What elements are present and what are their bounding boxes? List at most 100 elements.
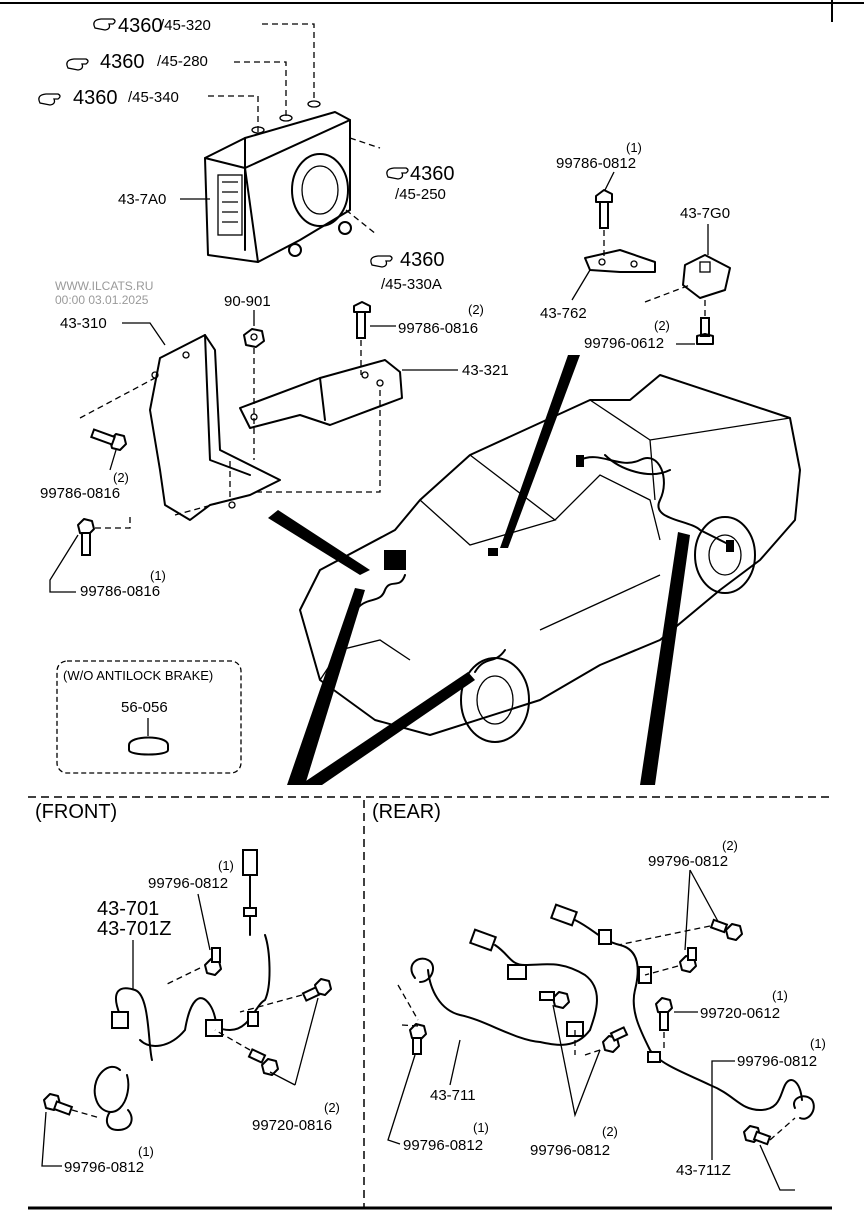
bolt-99796-0812-front-b[interactable] — [43, 1093, 74, 1116]
label-99796-0612-qty: (2) — [654, 318, 670, 333]
label-wo-antilock: (W/O ANTILOCK BRAKE) — [63, 668, 213, 683]
leader-rear-mid — [552, 1004, 601, 1118]
label-90-901: 90-901 — [224, 293, 271, 310]
dashed-guide-43-321 — [255, 390, 381, 493]
bolt-99786-0816-bottom[interactable] — [77, 518, 95, 556]
ref-callout-45-280[interactable]: 4360 /45-280 — [66, 51, 208, 73]
bolt-99786-0812[interactable] — [595, 189, 613, 229]
pointing-hand-icon — [38, 93, 61, 106]
svg-text:/45-330A: /45-330A — [381, 276, 442, 293]
svg-text:/45-320: /45-320 — [160, 17, 211, 34]
label-99786-0816-left-qty: (2) — [113, 470, 129, 485]
ref-callout-45-340[interactable]: 4360 /45-340 — [38, 87, 179, 109]
label-43-701: 43-701 — [97, 898, 159, 920]
front-wheel-speed-sensor-harness[interactable] — [93, 849, 271, 1131]
label-43-310: 43-310 — [60, 315, 107, 332]
abs-hydraulic-unit[interactable] — [204, 100, 352, 263]
dashed-guide-43-310-a — [79, 377, 156, 419]
label-56-056: 56-056 — [121, 699, 168, 716]
bolt-99796-0612[interactable] — [696, 317, 714, 345]
leader-45-340 — [208, 95, 259, 132]
label-99720-0612: 99720-0612 — [700, 1005, 780, 1022]
bolt-rear-mid-a[interactable] — [539, 991, 570, 1009]
bolt-99720-0612[interactable] — [655, 997, 673, 1031]
label-99786-0812: 99786-0812 — [556, 155, 636, 172]
bolt-99720-0816-upper[interactable] — [301, 978, 332, 1002]
bolt-rear-top-b[interactable] — [679, 947, 697, 973]
label-43-7g0: 43-7G0 — [680, 205, 730, 222]
label-43-701z: 43-701Z — [97, 918, 172, 940]
blind-plug-56-056[interactable] — [128, 736, 169, 756]
leader-43-762 — [571, 269, 591, 301]
label-rear-99796-0812-left: 99796-0812 — [403, 1137, 483, 1154]
label-99786-0816-left: 99786-0816 — [40, 485, 120, 502]
leader-rear-right-b — [759, 1144, 795, 1191]
svg-text:/45-340: /45-340 — [128, 89, 179, 106]
pointing-hand-icon — [66, 58, 89, 71]
label-99796-0812-a: 99796-0812 — [148, 875, 228, 892]
bolt-rear-top-a[interactable] — [709, 918, 743, 941]
sensor-43-7g0[interactable] — [682, 254, 731, 299]
bolt-99720-0816-lower[interactable] — [247, 1048, 279, 1076]
leader-45-330a — [345, 209, 377, 235]
svg-text:4360: 4360 — [100, 51, 145, 73]
label-rear-99796-0812-top: 99796-0812 — [648, 853, 728, 870]
callout-wedge-front-left — [287, 588, 365, 785]
svg-text:4360: 4360 — [410, 163, 455, 185]
bracket-43-762[interactable] — [584, 249, 656, 273]
label-43-762: 43-762 — [540, 305, 587, 322]
dashed-guide-99786-0816-bottom — [95, 515, 131, 529]
bolt-rear-right[interactable] — [743, 1125, 772, 1146]
dashed-guide-99720-upper — [239, 994, 303, 1013]
leader-99720-0816 — [269, 997, 319, 1086]
bolt-99786-0816-top[interactable] — [353, 301, 371, 339]
leader-45-320 — [262, 23, 315, 100]
leader-99796-0812-b — [41, 1111, 62, 1167]
dashed-guide-43-7g0 — [644, 284, 691, 303]
rear-wheel-speed-sensor-harness-left[interactable] — [410, 928, 598, 1046]
label-99720-0816: 99720-0816 — [252, 1117, 332, 1134]
leader-rear-right — [711, 1060, 735, 1130]
bolt-rear-left[interactable] — [409, 1023, 427, 1055]
dashed-guide-rear-left-b — [397, 984, 419, 1021]
watermark-timestamp: 00:00 03.01.2025 — [55, 293, 149, 307]
dashed-guide-rear-mid — [574, 1030, 601, 1056]
svg-text:/45-250: /45-250 — [395, 186, 446, 203]
svg-text:4360: 4360 — [118, 15, 163, 37]
label-rear-99796-0812-mid: 99796-0812 — [530, 1142, 610, 1159]
bolt-rear-mid-b[interactable] — [602, 1026, 629, 1053]
leader-99786-0816-bottom — [49, 534, 79, 593]
ref-callout-45-330a[interactable]: 4360 /45-330A — [370, 249, 445, 293]
ref-callout-45-320[interactable]: 4360 /45-320 — [93, 15, 211, 37]
leader-99786-0812 — [604, 171, 615, 191]
rear-wheel-speed-sensor-harness-right[interactable] — [549, 903, 815, 1120]
nut-90-901[interactable] — [243, 328, 265, 348]
wo-antilock-box: (W/O ANTILOCK BRAKE) 56-056 — [56, 660, 242, 774]
label-99796-0612: 99796-0612 — [584, 335, 664, 352]
label-rear-99796-0812-left-qty: (1) — [473, 1120, 489, 1135]
dashed-guide-front-a — [164, 967, 201, 986]
label-43-7a0: 43-7A0 — [118, 191, 166, 208]
ref-callout-45-250[interactable]: 4360 /45-250 — [386, 163, 455, 203]
bolt-99796-0812-front-a[interactable] — [204, 947, 222, 976]
dashed-guide-rear-top — [617, 925, 711, 976]
leader-rear-left — [387, 1054, 416, 1145]
svg-text:4360: 4360 — [73, 87, 118, 109]
dashed-guide-rear-right — [769, 1117, 796, 1141]
label-99720-0612-qty: (1) — [772, 988, 788, 1003]
label-rear-99796-0812-top-qty: (2) — [722, 838, 738, 853]
rear-title: (REAR) — [372, 801, 441, 823]
label-99796-0812-a-qty: (1) — [218, 858, 234, 873]
dashed-guide-43-310-b — [174, 460, 231, 516]
bracket-43-321[interactable] — [239, 359, 403, 429]
bolt-99786-0816-left[interactable] — [90, 428, 127, 451]
label-rear-99796-0812-right: 99796-0812 — [737, 1053, 817, 1070]
svg-text:/45-280: /45-280 — [157, 53, 208, 70]
label-99796-0812-b-qty: (1) — [138, 1144, 154, 1159]
label-99796-0812-b: 99796-0812 — [64, 1159, 144, 1176]
pointing-hand-icon — [370, 255, 393, 268]
label-rear-99796-0812-right-qty: (1) — [810, 1036, 826, 1051]
label-rear-99796-0812-mid-qty: (2) — [602, 1124, 618, 1139]
label-99786-0816-bottom: 99786-0816 — [80, 583, 160, 600]
